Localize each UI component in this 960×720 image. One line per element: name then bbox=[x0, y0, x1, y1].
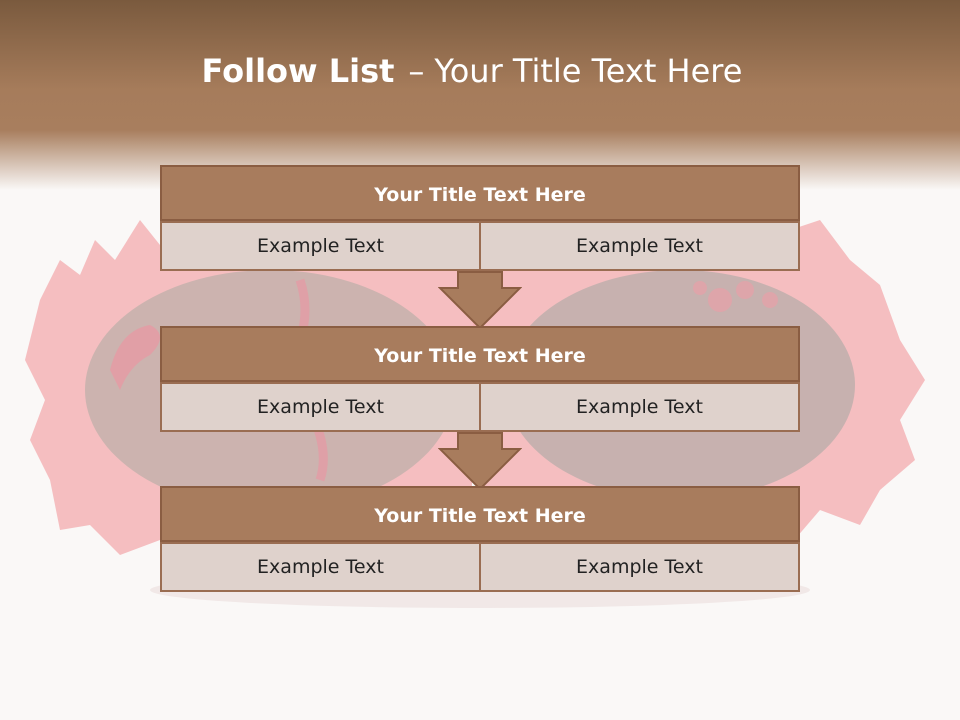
title-rest-part: Your Title Text Here bbox=[434, 52, 743, 90]
block-row: Example Text Example Text bbox=[160, 542, 800, 592]
block-title: Your Title Text Here bbox=[160, 165, 800, 221]
block-cell-right: Example Text bbox=[479, 382, 800, 432]
block-cell-left: Example Text bbox=[160, 382, 481, 432]
block-cell-left: Example Text bbox=[160, 221, 481, 271]
header-band bbox=[0, 0, 960, 190]
title-dash: – bbox=[408, 52, 425, 90]
down-arrow-icon bbox=[438, 271, 522, 330]
block-cell-left: Example Text bbox=[160, 542, 481, 592]
down-arrow-icon bbox=[438, 432, 522, 491]
list-block-3: Your Title Text Here Example Text Exampl… bbox=[160, 486, 800, 592]
block-title: Your Title Text Here bbox=[160, 326, 800, 382]
block-row: Example Text Example Text bbox=[160, 221, 800, 271]
block-row: Example Text Example Text bbox=[160, 382, 800, 432]
page-title: Follow List–Your Title Text Here bbox=[0, 52, 944, 90]
list-block-2: Your Title Text Here Example Text Exampl… bbox=[160, 326, 800, 432]
block-title: Your Title Text Here bbox=[160, 486, 800, 542]
list-block-1: Your Title Text Here Example Text Exampl… bbox=[160, 165, 800, 271]
block-cell-right: Example Text bbox=[479, 542, 800, 592]
block-cell-right: Example Text bbox=[479, 221, 800, 271]
title-bold-part: Follow List bbox=[201, 52, 395, 90]
